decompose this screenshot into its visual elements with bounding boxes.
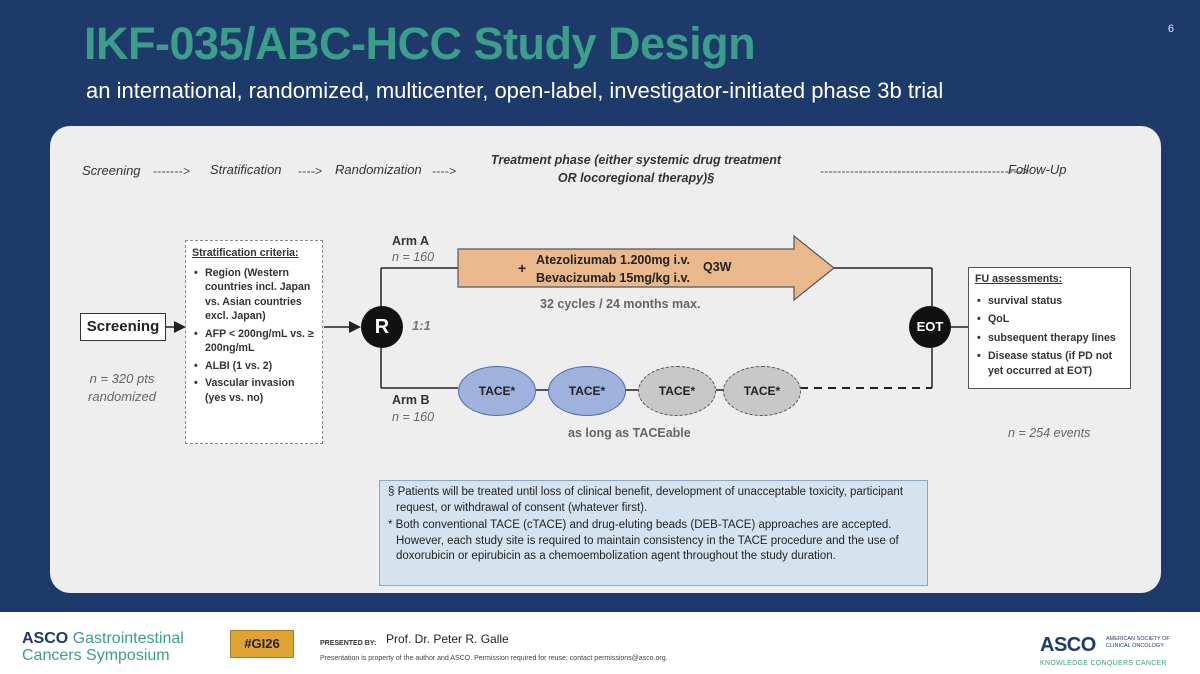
footnotes-box: § Patients will be treated until loss of… <box>379 480 928 586</box>
arm-a-drugs: Atezolizumab 1.200mg i.v. Bevacizumab 15… <box>520 251 690 287</box>
asco-society-logo: ASCO AMERICAN SOCIETY OF CLINICAL ONCOLO… <box>1040 634 1170 667</box>
fu-assessments-box: FU assessments: survival status QoL subs… <box>968 267 1131 389</box>
randomization-node: R <box>361 306 403 348</box>
phase-follow-up: Follow-Up <box>1008 162 1067 177</box>
asco-society-name: AMERICAN SOCIETY OF CLINICAL ONCOLOGY <box>1106 636 1170 649</box>
stratification-box: Stratification criteria: Region (Western… <box>185 240 323 444</box>
phase-arrow-1: -------> <box>153 164 191 178</box>
stratification-item: Region (Western countries incl. Japan vs… <box>192 266 316 324</box>
tace-node-2: TACE* <box>548 366 626 416</box>
footnote-2: * Both conventional TACE (cTACE) and dru… <box>388 519 899 562</box>
asco-brand: ASCO <box>22 630 69 647</box>
arm-a-schedule: Q3W <box>703 260 732 274</box>
arm-b-label: Arm B <box>392 393 430 407</box>
phase-treatment-line1: Treatment phase (either systemic drug tr… <box>490 153 782 167</box>
stratification-item: AFP < 200ng/mL vs. ≥ 200ng/mL <box>192 327 316 356</box>
arm-b-duration: as long as TACEable <box>568 426 691 440</box>
symposium-line1: Gastrointestinal <box>72 630 184 647</box>
footnote-1: § Patients will be treated until loss of… <box>388 486 904 514</box>
stratification-title: Stratification criteria: <box>192 247 299 259</box>
phase-arrow-3: ----> <box>432 164 457 178</box>
arm-a-duration: 32 cycles / 24 months max. <box>540 297 701 311</box>
randomization-ratio: 1:1 <box>412 318 431 333</box>
eot-node: EOT <box>909 306 951 348</box>
screening-count-line1: n = 320 pts <box>89 371 155 386</box>
tace-node-3: TACE* <box>638 366 716 416</box>
asco-tagline: KNOWLEDGE CONQUERS CANCER <box>1040 660 1167 667</box>
slide-footer: ASCO Gastrointestinal Cancers Symposium … <box>0 612 1200 674</box>
asco-gi-logo: ASCO Gastrointestinal Cancers Symposium <box>22 630 184 664</box>
fu-item: survival status <box>975 294 1124 309</box>
screening-count: n = 320 pts randomized <box>76 370 168 406</box>
stratification-item: ALBI (1 vs. 2) <box>192 359 316 374</box>
phase-treatment: Treatment phase (either systemic drug tr… <box>483 151 789 187</box>
phase-arrow-4: ----------------------------------------… <box>820 164 1030 178</box>
asco-logo-text: ASCO <box>1040 634 1096 656</box>
presenter-name: Prof. Dr. Peter R. Galle <box>386 632 509 646</box>
arm-a-label: Arm A <box>392 234 430 248</box>
fu-item: QoL <box>975 312 1124 327</box>
footer-disclaimer: Presentation is property of the author a… <box>320 655 668 662</box>
fu-title: FU assessments: <box>975 273 1063 285</box>
arm-a-treatment-arrow <box>457 234 835 302</box>
tace-node-4: TACE* <box>723 366 801 416</box>
arm-a-drug-1: Atezolizumab 1.200mg i.v. <box>536 253 690 267</box>
phase-stratification: Stratification <box>210 162 282 177</box>
phase-arrow-2: ----> <box>298 164 323 178</box>
phase-screening: Screening <box>82 163 141 178</box>
phase-randomization: Randomization <box>335 162 422 177</box>
arm-a-n: n = 160 <box>392 250 435 264</box>
fu-item: Disease status (if PD not yet occurred a… <box>975 349 1124 378</box>
stratification-item: Vascular invasion (yes vs. no) <box>192 376 316 405</box>
slide-title: IKF-035/ABC-HCC Study Design <box>84 18 756 69</box>
arm-b-n: n = 160 <box>392 410 435 424</box>
slide-subtitle: an international, randomized, multicente… <box>86 78 944 103</box>
events-count: n = 254 events <box>1008 426 1091 440</box>
screening-box: Screening <box>80 313 166 341</box>
slide-number: 6 <box>1167 23 1174 35</box>
presented-by-label: PRESENTED BY: <box>320 640 377 647</box>
symposium-line2: Cancers Symposium <box>22 647 170 664</box>
tace-node-1: TACE* <box>458 366 536 416</box>
arm-a-drug-2: Bevacizumab 15mg/kg i.v. <box>536 271 690 285</box>
arm-a-plus: + <box>518 260 527 276</box>
screening-count-line2: randomized <box>88 389 156 404</box>
phase-treatment-line2: OR locoregional therapy)§ <box>557 171 715 185</box>
hashtag-badge: #GI26 <box>230 630 294 658</box>
fu-item: subsequent therapy lines <box>975 331 1124 346</box>
